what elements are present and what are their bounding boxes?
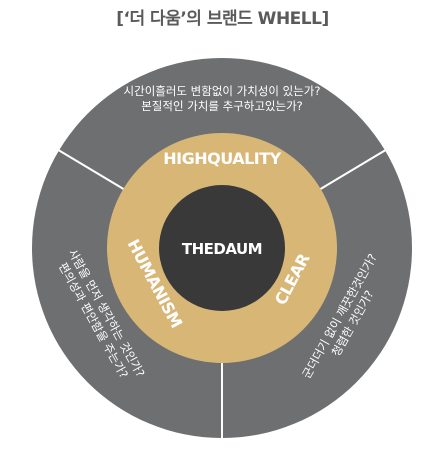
page-title: [‘더 다움’의 브랜드 WHELL] [116,9,329,29]
ring-label-highquality: HIGHQUALITY [163,149,281,168]
core-circle [159,185,285,311]
description-highquality-line-1: 시간이흘러도 변함없이 가치성이 있는가? [124,84,321,98]
description-highquality-line-2: 본질적인 가치를 추구하고있는가? [141,99,303,113]
core-label: THEDAUM [182,240,262,258]
